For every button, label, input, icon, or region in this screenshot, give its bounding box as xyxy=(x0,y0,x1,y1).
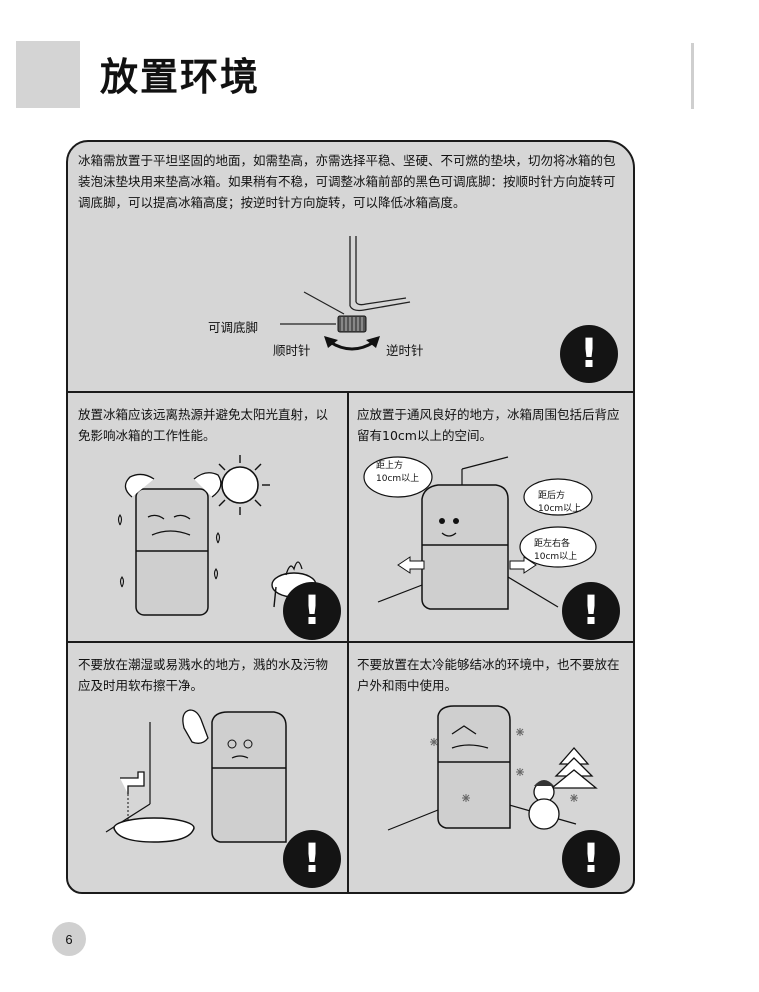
warning-icon: ! xyxy=(562,830,620,888)
top-paragraph: 冰箱需放置于平坦坚固的地面，如需垫高，亦需选择平稳、坚硬、不可燃的垫块，切勿将冰… xyxy=(78,153,616,210)
label-adjustable-foot: 可调底脚 xyxy=(208,320,259,335)
header-gray-square xyxy=(16,41,80,108)
clearance-figure xyxy=(363,456,597,610)
divider-middle xyxy=(68,641,633,643)
label-clockwise: 顺时针 xyxy=(273,343,311,358)
divider-vertical xyxy=(347,391,349,892)
moisture-paragraph: 不要放在潮湿或易溅水的地方，溅的水及污物应及时用软布擦干净。 xyxy=(78,657,329,693)
frozen-fridge-figure xyxy=(387,705,598,831)
warning-icon: ! xyxy=(283,582,341,640)
content-panel: 冰箱需放置于平坦坚固的地面，如需垫高，亦需选择平稳、坚硬、不可燃的垫块，切勿将冰… xyxy=(66,140,635,894)
water-splash-figure xyxy=(105,709,287,843)
warning-icon: ! xyxy=(283,830,341,888)
cold-environment-paragraph: 不要放置在太冷能够结冰的环境中，也不要放在户外和雨中使用。 xyxy=(357,657,620,693)
adjustable-foot-figure xyxy=(280,236,411,351)
page-number: 6 xyxy=(52,922,86,956)
warning-icon: ! xyxy=(560,325,618,383)
header-right-bar xyxy=(691,43,694,109)
label-counterclockwise: 逆时针 xyxy=(386,343,424,358)
ventilation-paragraph: 应放置于通风良好的地方，冰箱周围包括后背应留有10cm以上的空间。 xyxy=(357,407,620,443)
heat-source-paragraph: 放置冰箱应该远离热源并避免太阳光直射，以免影响冰箱的工作性能。 xyxy=(78,407,329,443)
divider-top xyxy=(68,391,633,393)
page-title: 放置环境 xyxy=(100,55,261,99)
warning-icon: ! xyxy=(562,582,620,640)
